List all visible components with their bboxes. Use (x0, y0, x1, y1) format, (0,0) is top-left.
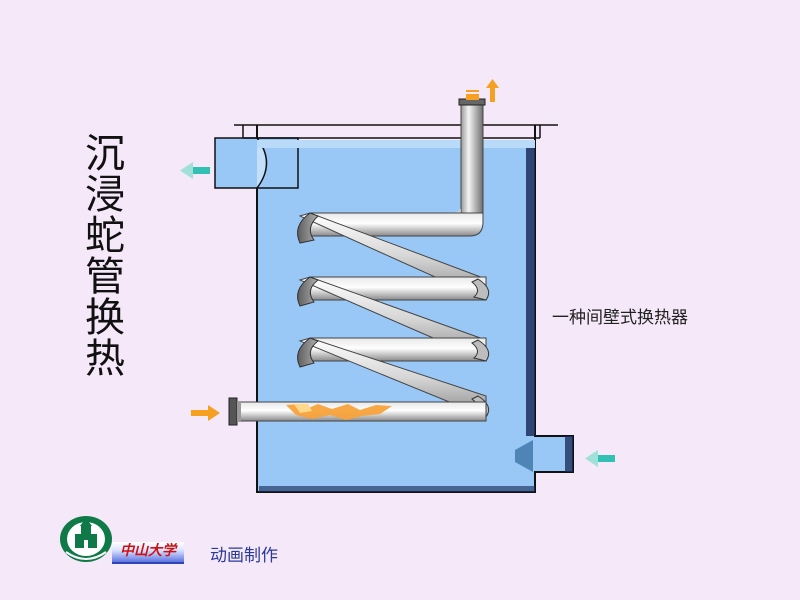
cold-outlet-arrow (180, 162, 210, 179)
university-name: 中山大学 (120, 543, 176, 559)
hot-fluid-highlight (294, 404, 312, 413)
coil-turn-face (297, 337, 320, 368)
coil-turn-face (471, 278, 490, 301)
title-char: 换 (85, 295, 125, 341)
hot-outlet-marker-block (466, 94, 479, 100)
teal-arrow-left-shaft (597, 455, 615, 462)
emblem-building-roof (81, 525, 91, 535)
coil-turn-face (471, 339, 490, 362)
hot-outlet-arrow (466, 79, 499, 102)
title-char: 浸 (85, 172, 125, 218)
coil-turn-face (297, 212, 319, 244)
inlet-flange (228, 397, 238, 426)
vessel (214, 124, 574, 493)
hot-fluid (286, 404, 392, 420)
university-emblem-icon (60, 516, 112, 562)
coil-band (298, 337, 487, 418)
coil-riser (460, 103, 484, 215)
hot-outlet-marker-line (466, 90, 479, 92)
teal-arrow-left-shaft (192, 167, 210, 174)
coil (228, 98, 490, 426)
teal-arrow-left-icon (180, 162, 193, 179)
inlet-flange-lip (237, 401, 241, 422)
university-name-banner: 中山大学 (112, 542, 184, 564)
title-char: 管 (85, 254, 125, 300)
title-char: 热 (85, 336, 125, 382)
orange-arrow-up-icon (486, 79, 499, 88)
cold-inlet-arrow (585, 450, 615, 467)
inlet-nozzle-shade (565, 436, 573, 472)
emblem-ribbon (65, 551, 107, 560)
title-char: 蛇 (85, 213, 125, 259)
water-surface (257, 140, 535, 148)
vessel-shadow (526, 148, 535, 436)
emblem-building-door (84, 540, 88, 548)
orange-arrow-right-icon (208, 405, 220, 421)
inlet-nozzle-shadow (515, 440, 533, 472)
orange-arrow-up-shaft (490, 87, 495, 102)
coil-turn-face (297, 276, 320, 307)
credit-text: 动画制作 (210, 546, 278, 566)
page-title: 沉 浸 蛇 管 换 热 (78, 134, 132, 380)
teal-arrow-left-icon (585, 450, 598, 467)
hot-inlet-arrow (191, 405, 220, 421)
title-char: 沉 (85, 131, 125, 177)
vessel-floor-shadow (259, 486, 535, 492)
orange-arrow-right-shaft (191, 410, 209, 416)
diagram-description: 一种间壁式换热器 (552, 308, 688, 328)
emblem-building-spire (80, 518, 92, 526)
